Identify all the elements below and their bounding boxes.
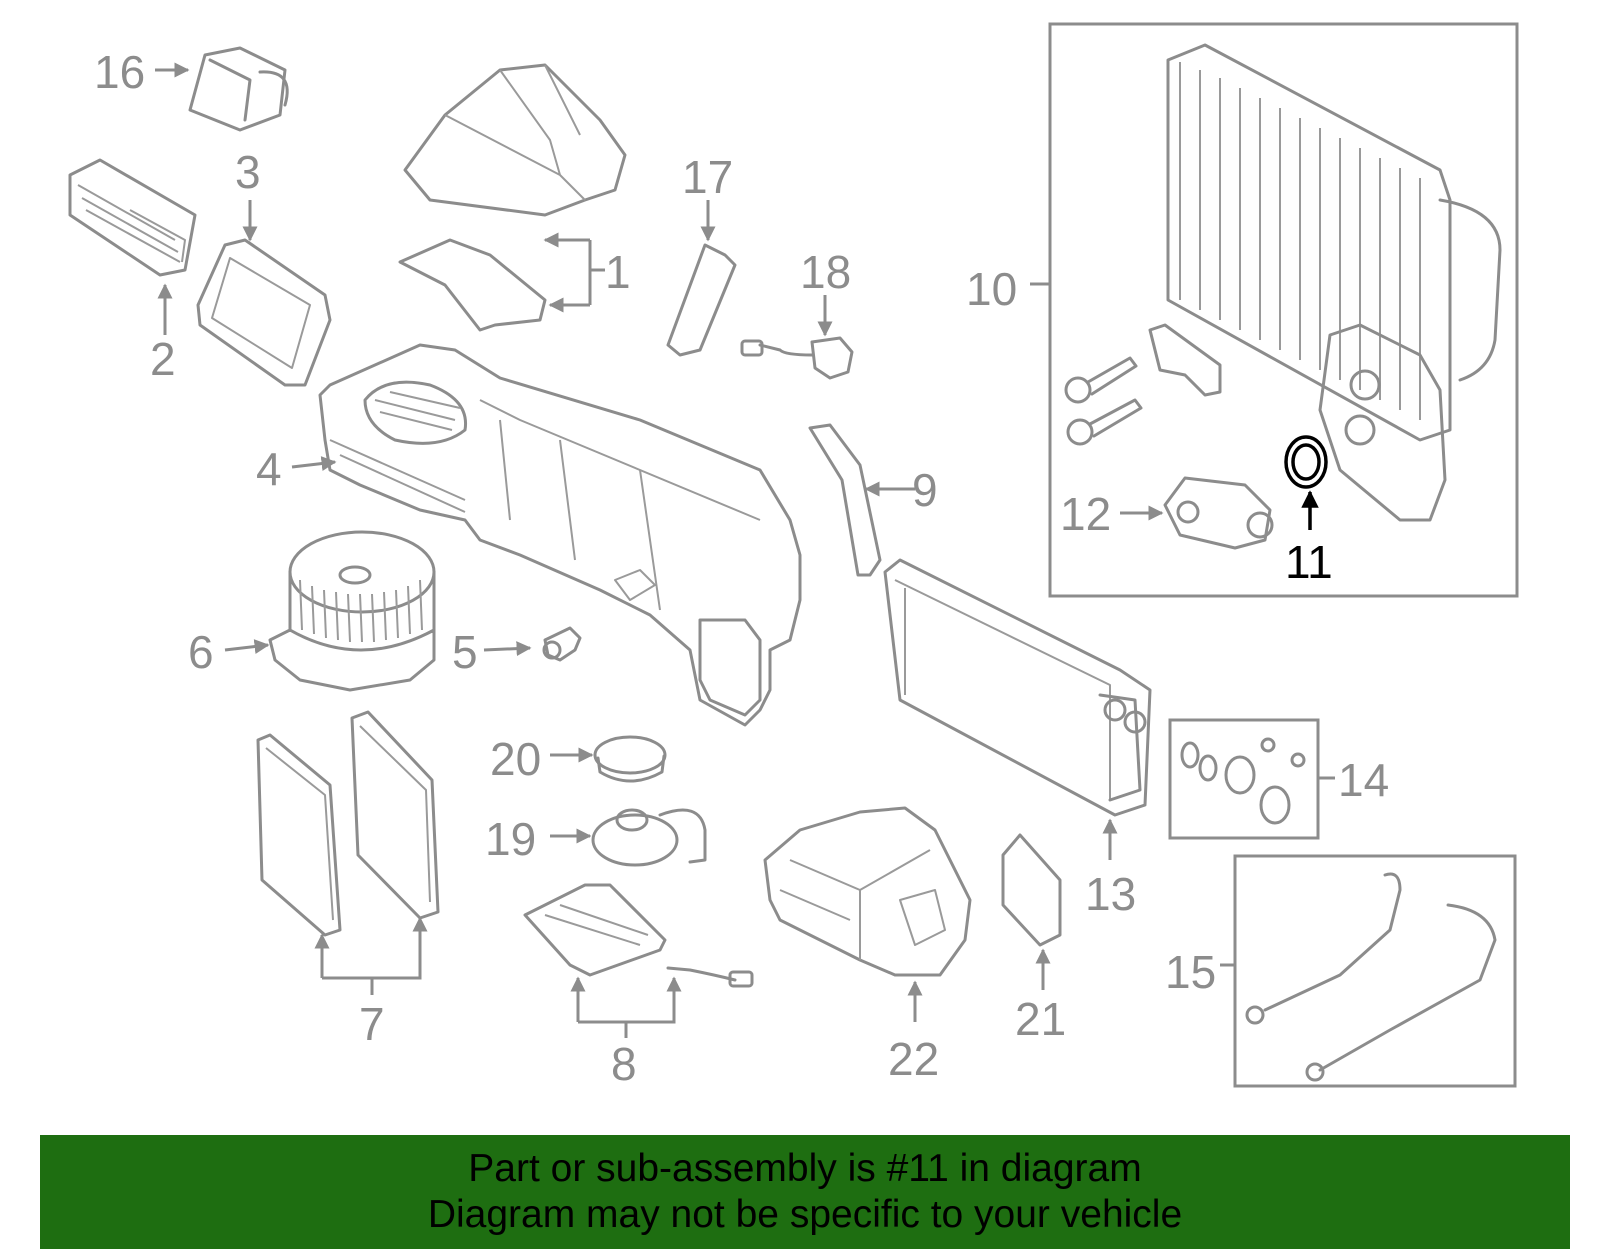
part-10-bolt-lower: [1066, 398, 1143, 446]
part-15-hose-box: [1233, 854, 1517, 1088]
callout-18: 18: [800, 246, 851, 298]
part-10-bracket: [1148, 323, 1222, 397]
callout-7: 7: [359, 998, 385, 1050]
callout-13: 13: [1085, 868, 1136, 920]
banner-line-2: Diagram may not be specific to your vehi…: [427, 1193, 1183, 1236]
callout-22: 22: [888, 1033, 939, 1085]
callout-9: 9: [912, 464, 938, 516]
callout-15: 15: [1165, 946, 1216, 998]
part-6-blower-motor: [268, 530, 436, 692]
callout-17: 17: [682, 151, 733, 203]
part-20-ring: [593, 735, 667, 783]
part-9-seal: [808, 423, 882, 577]
callout-10: 10: [966, 263, 1017, 315]
part-14-kit-box: [1168, 718, 1320, 840]
part-2-cover: [68, 158, 197, 277]
callout-labels: 1 2 3 4 5 6 7 8 9 10 11 12 13 14 15 16 1…: [94, 46, 1389, 1090]
part-10-evaporator: [1166, 43, 1502, 522]
part-12-expansion-valve: [1163, 476, 1274, 550]
part-22-rear-unit: [763, 806, 972, 977]
callout-14: 14: [1338, 754, 1389, 806]
part-7-filter-right: [350, 710, 440, 920]
part-10-bolt-upper: [1064, 356, 1138, 404]
banner-line-1: Part or sub-assembly is #11 in diagram: [468, 1147, 1142, 1190]
callout-3: 3: [235, 146, 261, 198]
callout-20: 20: [490, 733, 541, 785]
part-4-hvac-housing: [318, 343, 802, 727]
info-banner: Part or sub-assembly is #11 in diagram D…: [40, 1135, 1570, 1249]
part-7-filter-left: [256, 733, 342, 937]
part-13-heater-core: [883, 558, 1152, 817]
callout-16: 16: [94, 46, 145, 98]
part-10-box: [1048, 22, 1519, 598]
callout-5: 5: [452, 626, 478, 678]
part-21-seal: [1001, 833, 1062, 947]
part-18-sensor: [740, 336, 854, 380]
callout-21: 21: [1015, 993, 1066, 1045]
callout-8: 8: [611, 1038, 637, 1090]
leader-lines: [155, 62, 1335, 1038]
part-17-bracket: [666, 243, 737, 357]
callout-12: 12: [1060, 488, 1111, 540]
part-16-sensor: [188, 46, 289, 132]
callout-19: 19: [485, 813, 536, 865]
part-11-seal-ring: [1284, 435, 1328, 489]
callout-6: 6: [188, 626, 214, 678]
part-3-gasket: [196, 238, 332, 387]
part-1-duct-upper: [403, 63, 627, 217]
part-1-duct-lower: [398, 238, 547, 332]
part-5-clip: [542, 626, 582, 662]
callout-1: 1: [605, 246, 631, 298]
part-8-wire: [666, 966, 754, 988]
part-8-cover-panel: [523, 883, 667, 977]
part-19-grommet: [591, 808, 707, 867]
callout-2: 2: [150, 333, 176, 385]
callout-11: 11: [1285, 536, 1333, 588]
callout-4: 4: [256, 443, 282, 495]
